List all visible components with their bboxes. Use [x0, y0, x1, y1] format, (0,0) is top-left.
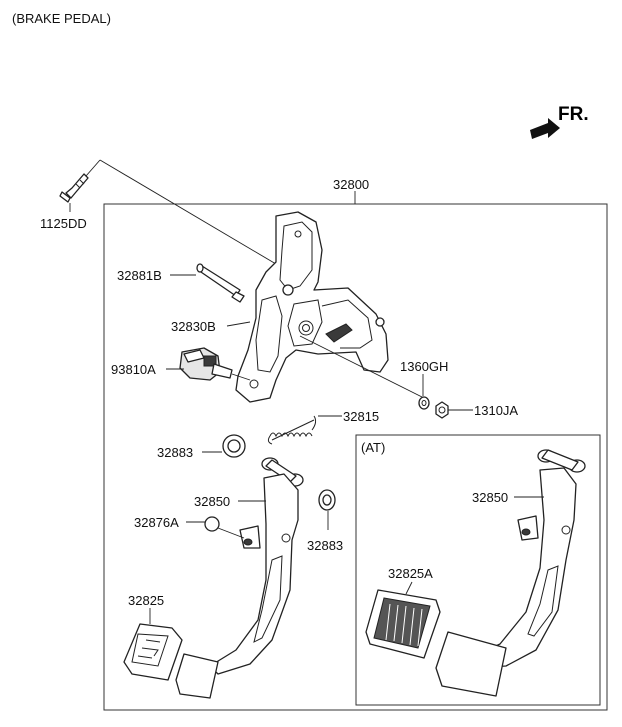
label-32850-at: 32850 [472, 490, 508, 505]
label-32825a: 32825A [388, 566, 433, 581]
stopper-32876a [204, 516, 220, 532]
assembly-box-32800 [103, 203, 608, 711]
label-32825: 32825 [128, 593, 164, 608]
front-direction-arrow-icon [530, 118, 560, 139]
front-direction-label: FR. [558, 104, 589, 125]
bushing-32883-right [318, 489, 336, 511]
label-32830b: 32830B [171, 319, 216, 334]
label-32876a: 32876A [134, 515, 179, 530]
label-32883-left: 32883 [157, 445, 193, 460]
label-32883-right: 32883 [307, 538, 343, 553]
label-93810a: 93810A [111, 362, 156, 377]
label-32800: 32800 [333, 177, 369, 192]
nut-1360gh [418, 396, 430, 410]
inset-box-at [355, 434, 601, 706]
label-32815: 32815 [343, 409, 379, 424]
label-1310ja: 1310JA [474, 403, 518, 418]
return-spring-32815 [267, 415, 317, 445]
label-32881b: 32881B [117, 268, 162, 283]
nut-1310ja [435, 401, 449, 419]
bolt-1125dd [59, 173, 89, 203]
pedal-pad-32825a [365, 589, 507, 697]
pin-32881b [196, 263, 245, 303]
label-32850: 32850 [194, 494, 230, 509]
label-1125dd: 1125DD [40, 216, 87, 231]
bushing-32883-left [222, 434, 246, 458]
inset-label-at: (AT) [361, 440, 385, 455]
diagram-title: (BRAKE PEDAL) [12, 11, 111, 26]
label-1360gh: 1360GH [400, 359, 448, 374]
brake-pedal-arm-32850 [209, 457, 304, 675]
pedal-pad-32825 [123, 623, 219, 699]
mounting-bracket-32830b [235, 211, 389, 403]
brake-pedal-arm-32850-at [469, 449, 586, 669]
stop-lamp-switch-93810a [179, 347, 251, 381]
